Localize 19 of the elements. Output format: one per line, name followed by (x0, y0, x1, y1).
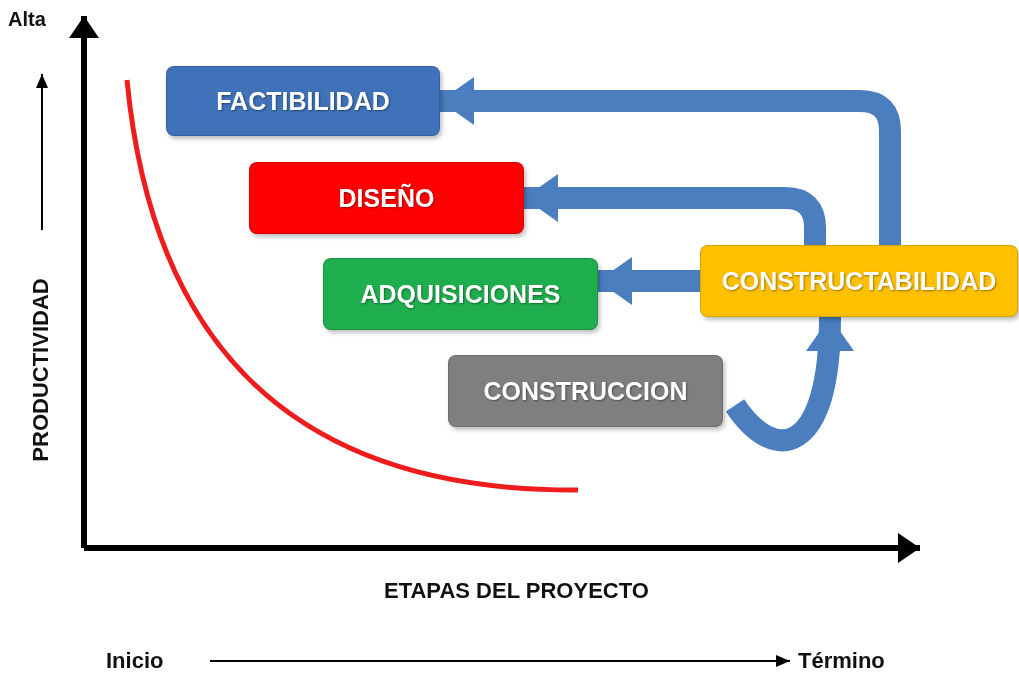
phase-box (448, 355, 723, 427)
phase-label: DISEÑO (338, 183, 435, 213)
phase-label: CONSTRUCCION (483, 376, 688, 406)
phase-box (323, 258, 598, 330)
axis-title: ETAPAS DEL PROYECTO (384, 578, 649, 604)
axis-title: PRODUCTIVIDAD (27, 278, 54, 462)
block-arrow (524, 174, 826, 245)
phase-box (249, 162, 524, 234)
phase-box (700, 245, 1018, 317)
phase-label: CONSTRUCTABILIDAD (721, 266, 997, 296)
phase-label: FACTIBILIDAD (216, 86, 390, 116)
block-arrow (440, 77, 901, 245)
axis-label: Término (798, 648, 885, 673)
phase-box (166, 66, 440, 136)
phase-label: ADQUISICIONES (360, 279, 561, 309)
axis-label: Inicio (106, 648, 164, 673)
block-arrow (598, 257, 700, 305)
block-arrow (726, 316, 853, 451)
axis-label: Alta (8, 8, 46, 31)
